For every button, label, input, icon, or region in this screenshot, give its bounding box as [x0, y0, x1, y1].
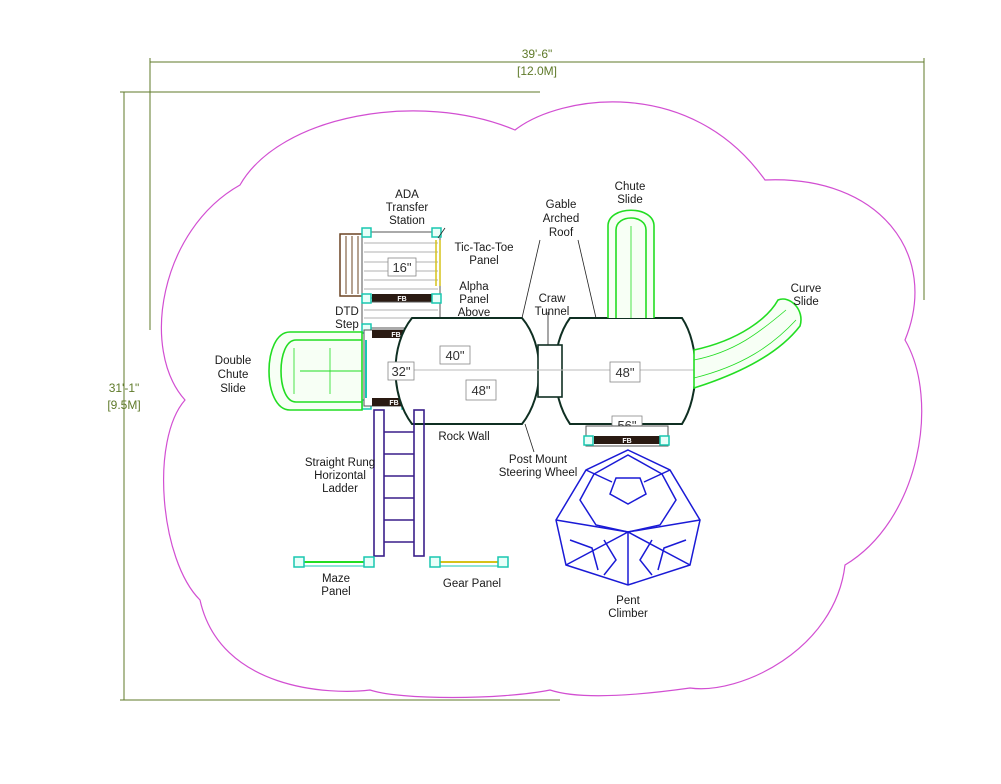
- svg-text:Above: Above: [458, 307, 491, 319]
- svg-text:Steering Wheel: Steering Wheel: [499, 467, 578, 479]
- label-dtd-step: DTD Step: [335, 306, 359, 331]
- chute-slide: [607, 209, 655, 318]
- svg-text:Slide: Slide: [220, 383, 246, 395]
- climber-posts: [583, 435, 670, 446]
- label-rock-wall: Rock Wall: [438, 431, 489, 443]
- svg-text:Tunnel: Tunnel: [535, 306, 570, 318]
- height-dimension-m: [9.5M]: [107, 398, 140, 412]
- curve-slide: [693, 298, 802, 390]
- width-dimension-ft: 39'-6": [522, 47, 553, 61]
- label-double-chute: Double Chute Slide: [215, 355, 251, 395]
- label-tic-tac-toe: Tic-Tac-Toe Panel: [455, 242, 514, 267]
- svg-text:Curve: Curve: [791, 283, 822, 295]
- svg-text:Panel: Panel: [459, 294, 488, 306]
- width-dimension-m: [12.0M]: [517, 64, 557, 78]
- label-pent-climber: Pent Climber: [608, 595, 648, 620]
- maze-panel-structure: [300, 561, 368, 567]
- svg-text:Transfer: Transfer: [386, 202, 429, 214]
- svg-text:Rock Wall: Rock Wall: [438, 431, 489, 443]
- label-crawl-tunnel: Craw Tunnel: [535, 293, 570, 318]
- crawl-tunnel: [537, 344, 563, 398]
- fb-tag-ada: FB: [397, 296, 406, 303]
- label-chute-slide: Chute Slide: [615, 181, 646, 206]
- svg-text:Pent: Pent: [616, 595, 640, 607]
- main-platform-left: [394, 317, 541, 425]
- svg-text:Roof: Roof: [549, 227, 574, 239]
- height-48-right: 48": [615, 365, 634, 380]
- label-maze-panel: Maze Panel: [321, 573, 350, 598]
- label-ladder: Straight Rung Horizontal Ladder: [305, 457, 375, 495]
- horizontal-ladder: [373, 409, 425, 557]
- svg-text:Post Mount: Post Mount: [509, 454, 568, 466]
- svg-text:Alpha: Alpha: [459, 281, 489, 293]
- width-dimension: [149, 58, 925, 330]
- svg-text:Craw: Craw: [539, 293, 567, 305]
- svg-text:Gable: Gable: [546, 199, 577, 211]
- tic-tac-toe-panel: [435, 240, 441, 286]
- label-alpha-panel: Alpha Panel Above: [458, 281, 491, 319]
- height-40: 40": [445, 348, 464, 363]
- svg-text:DTD: DTD: [335, 306, 359, 318]
- svg-text:Chute: Chute: [218, 369, 249, 381]
- ada-transfer-station: FB: [339, 231, 441, 329]
- svg-text:Maze: Maze: [322, 573, 350, 585]
- svg-text:Horizontal: Horizontal: [314, 470, 366, 482]
- leader-lines: [437, 227, 597, 453]
- svg-text:Ladder: Ladder: [322, 483, 358, 495]
- fb-tag-deck: FB: [391, 332, 400, 339]
- label-gear-panel: Gear Panel: [443, 578, 501, 590]
- label-curve-slide: Curve Slide: [791, 283, 822, 308]
- svg-text:Station: Station: [389, 215, 425, 227]
- svg-text:Slide: Slide: [793, 296, 819, 308]
- fb-tag-deck-lower: FB: [389, 400, 398, 407]
- height-dimension-ft: 31'-1": [109, 381, 140, 395]
- height-48-left: 48": [471, 383, 490, 398]
- svg-text:Arched: Arched: [543, 213, 579, 225]
- label-gable-roof: Gable Arched Roof: [543, 199, 579, 239]
- svg-text:ADA: ADA: [395, 189, 419, 201]
- svg-text:Climber: Climber: [608, 608, 648, 620]
- svg-text:Panel: Panel: [469, 255, 498, 267]
- ground-posts: [293, 556, 509, 568]
- label-ada-transfer: ADA Transfer Station: [386, 189, 429, 227]
- svg-text:Panel: Panel: [321, 586, 350, 598]
- use-zone-outline: [160, 101, 923, 699]
- svg-text:Straight Rung: Straight Rung: [305, 457, 375, 469]
- svg-text:Step: Step: [335, 319, 359, 331]
- fb-tag-climber: FB: [622, 438, 631, 445]
- gear-panel-structure: [434, 561, 502, 567]
- svg-text:Chute: Chute: [615, 181, 646, 193]
- svg-text:Double: Double: [215, 355, 251, 367]
- height-32: 32": [391, 364, 410, 379]
- height-dimension: [120, 91, 560, 701]
- pent-climber: [555, 449, 701, 586]
- svg-text:Tic-Tac-Toe: Tic-Tac-Toe: [455, 242, 514, 254]
- svg-text:Slide: Slide: [617, 194, 643, 206]
- climber-deck: FB: [585, 425, 669, 447]
- svg-text:Gear Panel: Gear Panel: [443, 578, 501, 590]
- double-chute-slide: [268, 331, 363, 411]
- label-post-mount: Post Mount Steering Wheel: [499, 454, 578, 479]
- height-16: 16": [392, 260, 411, 275]
